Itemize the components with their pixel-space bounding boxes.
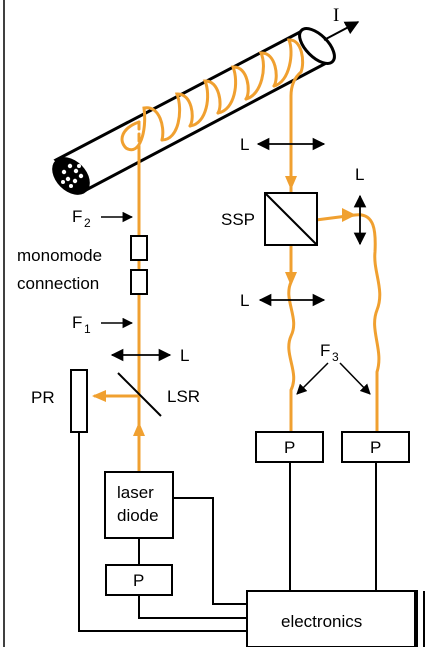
wiring bbox=[78, 432, 377, 632]
monomode-label: monomode bbox=[17, 246, 102, 265]
connector-block-upper bbox=[130, 235, 148, 261]
fiber-arrow-down-lower bbox=[285, 272, 297, 286]
beam-splitter-lsr bbox=[117, 372, 162, 417]
detector-p-mid-label: P bbox=[284, 438, 295, 457]
lens-label-fiber: L bbox=[180, 346, 189, 365]
lens-label-top: L bbox=[240, 135, 249, 154]
lsr-label: LSR bbox=[167, 387, 200, 406]
connector-block-lower bbox=[130, 269, 148, 295]
detector-p-right-label: P bbox=[370, 438, 381, 457]
f2-label: F bbox=[72, 207, 82, 226]
laser-diode-box bbox=[104, 471, 174, 539]
fiber-arrow-down-ssp bbox=[285, 176, 297, 190]
detector-p-right bbox=[341, 431, 410, 463]
f3-subscript: 3 bbox=[332, 350, 339, 364]
detector-p-left-label: P bbox=[133, 571, 144, 590]
f3-arrow-left bbox=[296, 362, 329, 395]
current-label: I bbox=[333, 5, 339, 26]
electronics-box bbox=[246, 590, 418, 647]
laser-label: laser bbox=[117, 483, 154, 502]
lens-label-right: L bbox=[355, 165, 364, 184]
lens-label-mid: L bbox=[240, 291, 249, 310]
pr-label: PR bbox=[31, 388, 55, 407]
fiber-arrow-to-pr bbox=[92, 390, 106, 402]
fiber-arrow-right bbox=[342, 208, 356, 222]
electronics-label: electronics bbox=[281, 612, 362, 631]
diode-label: diode bbox=[117, 506, 159, 525]
f3-label: F bbox=[320, 341, 330, 360]
photo-receiver-pr bbox=[70, 369, 88, 433]
detector-p-left bbox=[105, 564, 173, 596]
connection-label: connection bbox=[17, 274, 99, 293]
f1-label: F bbox=[72, 313, 82, 332]
f1-subscript: 1 bbox=[84, 322, 91, 336]
fiber-arrow-up bbox=[133, 422, 145, 436]
current-arrow bbox=[323, 21, 360, 41]
fiber-bundle-dots bbox=[61, 163, 84, 188]
f3-arrow-right bbox=[339, 362, 371, 395]
ssp-label: SSP bbox=[221, 210, 255, 229]
f2-subscript: 2 bbox=[84, 216, 91, 230]
ssp-diagonal bbox=[264, 192, 318, 246]
